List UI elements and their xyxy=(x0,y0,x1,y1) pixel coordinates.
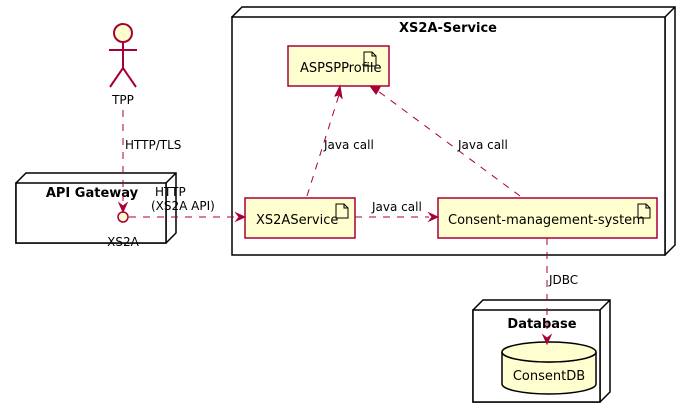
edge-label: JDBC xyxy=(548,273,578,287)
document-icon xyxy=(335,203,349,219)
artifact-aspsp-profile: ASPSPProfile xyxy=(287,45,390,87)
node-title: API Gateway xyxy=(46,186,139,201)
artifact-label: Consent-management-system xyxy=(448,213,645,228)
edge-xs2a-service-to-consent: Java call xyxy=(355,200,440,223)
edge-label-line2: (XS2A API) xyxy=(151,199,215,213)
edge-tpp-to-gateway: HTTP/TLS xyxy=(117,110,181,214)
artifact-consent-management-system: Consent-management-system xyxy=(437,197,658,239)
document-icon xyxy=(637,203,651,219)
node-title: Database xyxy=(507,317,576,332)
document-icon xyxy=(363,51,377,67)
artifact-label: ASPSPProfile xyxy=(300,61,382,76)
circle-icon xyxy=(117,211,129,223)
edge-consent-to-database: JDBC xyxy=(541,238,578,346)
interface-xs2a: XS2A xyxy=(107,211,140,249)
artifact-xs2a-service: XS2AService xyxy=(244,197,356,239)
node-title: XS2A-Service xyxy=(399,21,497,36)
database-label: ConsentDB xyxy=(513,369,585,384)
database-consentdb: ConsentDB xyxy=(501,341,597,395)
edge-gateway-to-xs2a-service: HTTP (XS2A API) xyxy=(129,185,247,223)
edge-label: Java call xyxy=(323,138,374,152)
stick-figure-icon xyxy=(109,23,137,88)
node-api-gateway: API Gateway xyxy=(15,172,177,244)
edge-consent-to-aspsp-profile: Java call xyxy=(368,85,521,197)
edge-xs2a-service-to-aspsp-profile: Java call xyxy=(306,84,374,197)
actor-label: TPP xyxy=(111,93,134,107)
interface-label: XS2A xyxy=(107,235,139,249)
actor-tpp: TPP xyxy=(109,23,137,107)
edge-label-line1: HTTP xyxy=(155,185,186,199)
edge-label: Java call xyxy=(457,138,508,152)
edge-label: HTTP/TLS xyxy=(125,138,181,152)
cylinder-icon xyxy=(501,341,597,395)
artifact-label: XS2AService xyxy=(256,213,338,228)
edge-label: Java call xyxy=(371,200,422,214)
